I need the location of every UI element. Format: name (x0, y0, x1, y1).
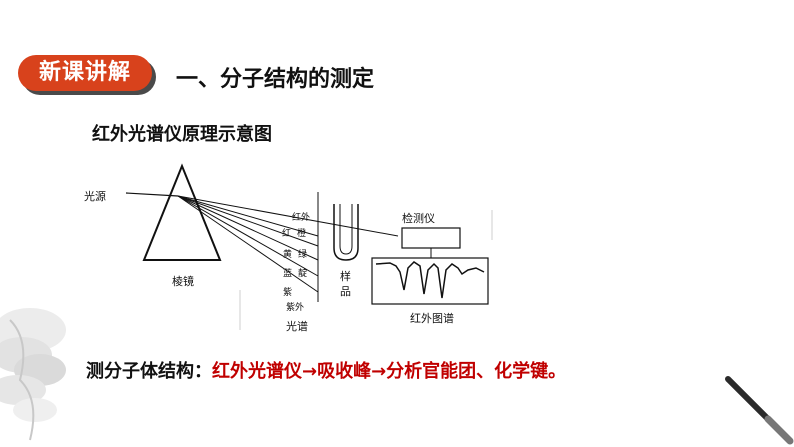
light-source-label: 光源 (84, 189, 106, 203)
spectrum-labels: 红外 红 橙 黄 绿 蓝 靛 紫 紫外 (282, 211, 310, 313)
sample-label-2: 品 (340, 285, 351, 298)
ir-spectrum-label: 红外图谱 (410, 311, 454, 325)
ir-spectrum-curve (375, 261, 485, 299)
ray-violet (177, 195, 319, 293)
scan-artifacts (239, 210, 493, 330)
brush-decoration-icon (725, 376, 794, 445)
flower-decoration-icon (0, 308, 66, 441)
detector-label: 检测仪 (402, 211, 435, 225)
label-green: 绿 (298, 248, 307, 260)
label-blue: 蓝 (283, 267, 292, 279)
label-orange: 橙 (297, 227, 306, 239)
label-ultraviolet: 紫外 (286, 301, 304, 313)
label-violet: 紫 (283, 287, 292, 298)
label-indigo: 靛 (298, 267, 307, 279)
sample-label-1: 样 (340, 269, 351, 283)
ray-yellow (177, 195, 319, 261)
detector-box (401, 227, 461, 249)
ray-red (177, 195, 319, 237)
prism (142, 163, 222, 261)
label-yellow: 黄 (283, 248, 292, 260)
section-title: 一、分子结构的测定 (176, 67, 375, 92)
dispersed-rays (177, 195, 399, 293)
summary-line: 测分子体结构：红外光谱仪→吸收峰→分析官能团、化学键。 (86, 357, 566, 383)
badge-label: 新课讲解 (18, 55, 152, 91)
section-badge: 新课讲解 (18, 55, 156, 95)
spectrum-label: 光谱 (286, 319, 308, 333)
summary-label: 测分子体结构： (86, 361, 212, 382)
ir-spectrum-box (371, 257, 489, 305)
diagram-title: 红外光谱仪原理示意图 (92, 124, 272, 145)
sample-tube-outer (333, 204, 359, 261)
label-red: 红 (282, 227, 291, 239)
ray-infrared (177, 195, 399, 237)
summary-content: 红外光谱仪→吸收峰→分析官能团、化学键。 (212, 361, 567, 382)
label-infrared: 红外 (292, 211, 310, 223)
ray-green (177, 195, 319, 277)
sample-tube-inner (339, 204, 353, 255)
ray-orange (177, 195, 319, 247)
prism-label: 棱镜 (172, 274, 194, 288)
